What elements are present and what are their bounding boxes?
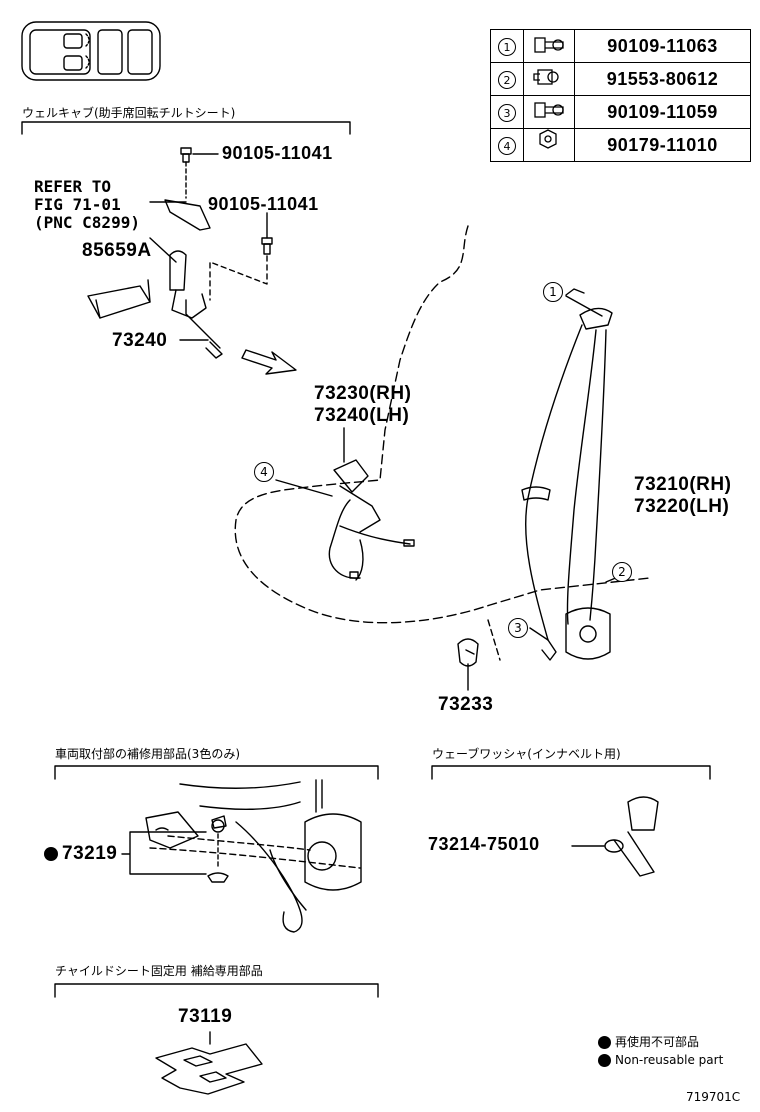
child-part-label: 73119 xyxy=(178,1006,233,1027)
legend-number-circle: 3 xyxy=(498,104,516,123)
legend-part-number: 91553-80612 xyxy=(574,62,751,96)
wave-section-bracket xyxy=(431,765,711,780)
wave-washer-icon xyxy=(571,796,659,877)
welcab-bolt-top-icon xyxy=(180,147,219,199)
welcab-bolt-mid-icon xyxy=(209,212,273,301)
seat-belt-assembly-icon xyxy=(521,288,613,661)
repair-section-title: 車両取付部の補修用部品(3色のみ) xyxy=(55,747,240,761)
callout-3: 3 xyxy=(508,618,528,638)
nonreuse-legend-en: Non-reusable part xyxy=(598,1053,723,1067)
callout-4: 4 xyxy=(254,462,274,482)
welcab-bracket-icon xyxy=(149,199,211,231)
refer-line-1: REFER TO xyxy=(34,177,112,196)
child-seat-plate-icon xyxy=(155,1031,263,1095)
legend-row: 4 90179-11010 xyxy=(490,128,751,162)
legend-number: 3 xyxy=(490,95,524,129)
legend-number: 4 xyxy=(490,128,524,162)
welcab-section-bracket xyxy=(21,121,351,135)
front-buckle-icon xyxy=(328,459,415,581)
welcab-belt-label: 73240 xyxy=(112,330,168,351)
welcab-buckle-label: 85659A xyxy=(82,240,152,261)
welcab-buckle-icon xyxy=(169,250,223,359)
legend-part-number: 90109-11059 xyxy=(574,95,751,129)
legend-icon-cell xyxy=(523,62,575,96)
anchor-cover-icon xyxy=(457,638,479,691)
repair-section-bracket xyxy=(54,765,379,780)
seat-outline xyxy=(234,225,651,624)
legend-part-number: 90109-11063 xyxy=(574,29,751,63)
callout-2: 2 xyxy=(612,562,632,582)
legend-row: 2 91553-80612 xyxy=(490,62,751,96)
refer-line-3: (PNC C8299) xyxy=(34,213,140,232)
legend-number-circle: 4 xyxy=(498,137,516,156)
wave-section-title: ウェーブワッシャ(インナベルト用) xyxy=(432,747,621,761)
legend-part-number: 90179-11010 xyxy=(574,128,751,162)
repair-anchor-icon xyxy=(145,779,362,933)
belt-rh-label: 73210(RH) xyxy=(634,474,732,495)
buckle-lh-label: 73240(LH) xyxy=(314,405,410,426)
welcab-bolt-top-label: 90105-11041 xyxy=(222,143,333,163)
wave-part-label: 73214-75010 xyxy=(428,834,540,854)
legend-number: 2 xyxy=(490,62,524,96)
refer-line-2: FIG 71-01 xyxy=(34,195,121,214)
legend-icon-cell xyxy=(523,95,575,129)
legend-number-circle: 2 xyxy=(498,71,516,90)
child-section-bracket xyxy=(54,983,379,998)
vehicle-seat-icon xyxy=(21,21,161,81)
legend-row: 3 90109-11059 xyxy=(490,95,751,129)
legend-icon-cell xyxy=(523,128,575,162)
figure-code: 719701C xyxy=(686,1090,741,1104)
repair-part-label: 73219 xyxy=(44,843,117,865)
legend-icon-cell xyxy=(523,29,575,63)
nonreuse-legend-jp: 再使用不可部品 xyxy=(598,1033,699,1050)
legend-number: 1 xyxy=(490,29,524,63)
buckle-rh-label: 73230(RH) xyxy=(314,383,412,404)
non-reusable-dot xyxy=(44,846,58,861)
child-section-title: チャイルドシート固定用 補給専用部品 xyxy=(55,964,263,978)
welcab-bolt-mid-label: 90105-11041 xyxy=(208,194,319,214)
direction-arrow xyxy=(241,349,297,375)
legend-number-circle: 1 xyxy=(498,38,516,57)
anchor-cover-label: 73233 xyxy=(438,694,494,715)
welcab-cover-icon xyxy=(87,279,151,319)
legend-row: 1 90109-11063 xyxy=(490,29,751,63)
bolt-legend-table: 1 90109-11063 2 91553-80612 3 90109-11059 4 901… xyxy=(490,29,751,162)
welcab-section-title: ウェルキャブ(助手席回転チルトシート) xyxy=(22,106,236,120)
belt-lh-label: 73220(LH) xyxy=(634,496,730,517)
callout-1: 1 xyxy=(543,282,563,302)
